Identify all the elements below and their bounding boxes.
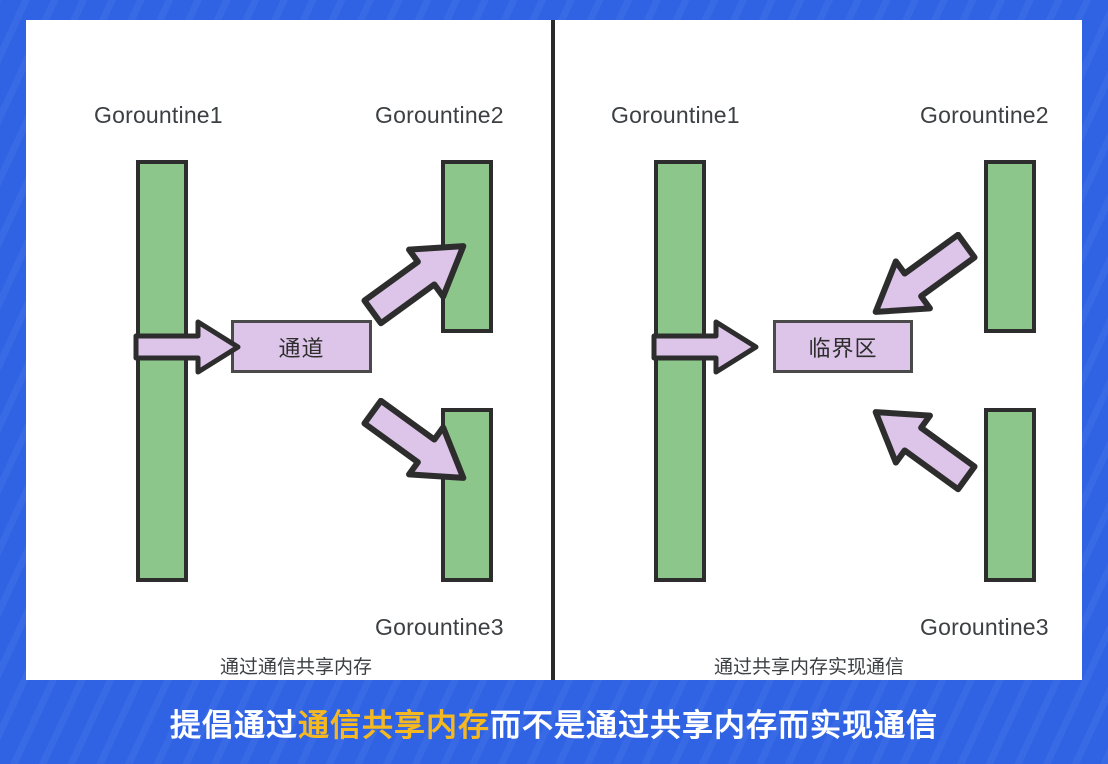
footer-highlight: 通信共享内存 xyxy=(298,707,490,743)
right-gorountine2-label: Gorountine2 xyxy=(920,102,1049,128)
left-gorountine2-label: Gorountine2 xyxy=(375,102,504,128)
footer-caption: 提倡通过通信共享内存而不是通过共享内存而实现通信 xyxy=(170,700,938,745)
footer-bar: 提倡通过通信共享内存而不是通过共享内存而实现通信 xyxy=(0,680,1108,764)
arrow-g1-to-critical-icon xyxy=(650,318,760,376)
right-gorountine1-bar xyxy=(654,160,706,582)
right-gorountine2-bar xyxy=(984,160,1036,333)
panel-share-to-communicate: Gorountine1 Gorountine2 Gorountine3 临界区 xyxy=(555,20,1082,680)
left-panel-caption: 通过通信共享内存 xyxy=(220,657,373,678)
right-gorountine3-label: Gorountine3 xyxy=(920,614,1049,640)
arrow-channel-to-g3-icon xyxy=(356,397,481,493)
diagram-card: Gorountine1 Gorountine2 Gorountine3 通道 xyxy=(26,20,1082,680)
arrow-g2-to-critical-icon xyxy=(859,231,984,327)
channel-box: 通道 xyxy=(231,320,372,373)
left-gorountine3-label: Gorountine3 xyxy=(375,614,504,640)
arrow-g1-to-channel-icon xyxy=(132,318,242,376)
right-gorountine3-bar xyxy=(984,408,1036,582)
footer-suffix: 而不是通过共享内存而实现通信 xyxy=(490,707,938,743)
arrow-channel-to-g2-icon xyxy=(356,232,481,327)
right-gorountine1-label: Gorountine1 xyxy=(611,102,740,128)
footer-prefix: 提倡通过 xyxy=(170,707,298,743)
arrow-g3-to-critical-icon xyxy=(859,398,984,493)
panel-divider xyxy=(551,20,555,680)
panel-communicate-to-share: Gorountine1 Gorountine2 Gorountine3 通道 xyxy=(26,20,551,680)
right-panel-caption: 通过共享内存实现通信 xyxy=(714,657,905,678)
critical-section-box: 临界区 xyxy=(773,320,913,373)
left-gorountine1-bar xyxy=(136,160,188,582)
left-gorountine1-label: Gorountine1 xyxy=(94,102,223,128)
